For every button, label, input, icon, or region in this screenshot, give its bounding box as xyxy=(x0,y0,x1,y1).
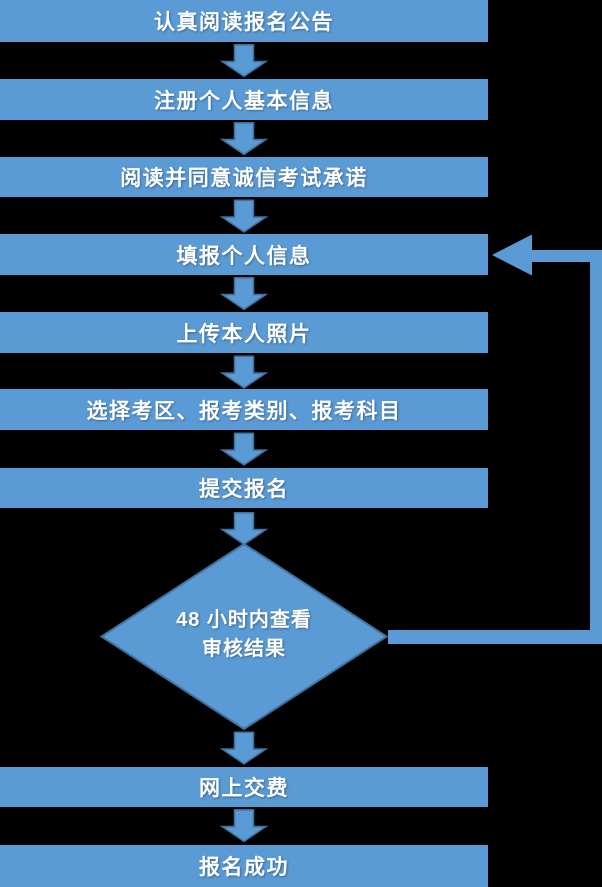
decision-label: 48 小时内查看 审核结果 xyxy=(101,606,387,664)
down-arrow-icon xyxy=(221,731,267,765)
step-box-select-area-category-subject: 选择考区、报考类别、报考科目 xyxy=(0,389,488,430)
down-arrow-icon xyxy=(221,276,267,311)
step-box-fill-personal-info: 填报个人信息 xyxy=(0,234,488,275)
step-label: 网上交费 xyxy=(199,777,289,800)
step-label: 注册个人基本信息 xyxy=(154,89,334,113)
step-label: 选择考区、报考类别、报考科目 xyxy=(86,399,402,423)
down-arrow-icon xyxy=(221,122,267,156)
down-arrow-icon xyxy=(221,432,267,466)
step-label: 认真阅读报名公告 xyxy=(154,11,334,34)
down-arrow-icon xyxy=(221,43,267,78)
down-arrow-icon xyxy=(221,355,267,389)
step-label: 填报个人信息 xyxy=(176,244,312,268)
step-label: 提交报名 xyxy=(199,478,289,501)
step-box-registration-success: 报名成功 xyxy=(0,845,488,887)
decision-label-line1: 48 小时内查看 xyxy=(176,609,312,631)
down-arrow-icon xyxy=(221,199,267,233)
step-box-pay-online: 网上交费 xyxy=(0,767,488,807)
step-box-read-announcement: 认真阅读报名公告 xyxy=(0,0,488,42)
step-box-upload-photo: 上传本人照片 xyxy=(0,312,488,353)
down-arrow-icon xyxy=(221,511,267,546)
step-label: 阅读并同意诚信考试承诺 xyxy=(120,167,368,190)
step-box-register-basic-info: 注册个人基本信息 xyxy=(0,79,488,120)
step-label: 上传本人照片 xyxy=(176,322,312,346)
step-box-agree-integrity-pledge: 阅读并同意诚信考试承诺 xyxy=(0,157,488,197)
down-arrow-icon xyxy=(221,808,267,843)
step-label: 报名成功 xyxy=(199,856,289,879)
decision-label-line2: 审核结果 xyxy=(202,638,286,660)
step-box-submit-registration: 提交报名 xyxy=(0,468,488,508)
loop-back-connector xyxy=(388,234,602,644)
decision-diamond xyxy=(99,542,389,731)
